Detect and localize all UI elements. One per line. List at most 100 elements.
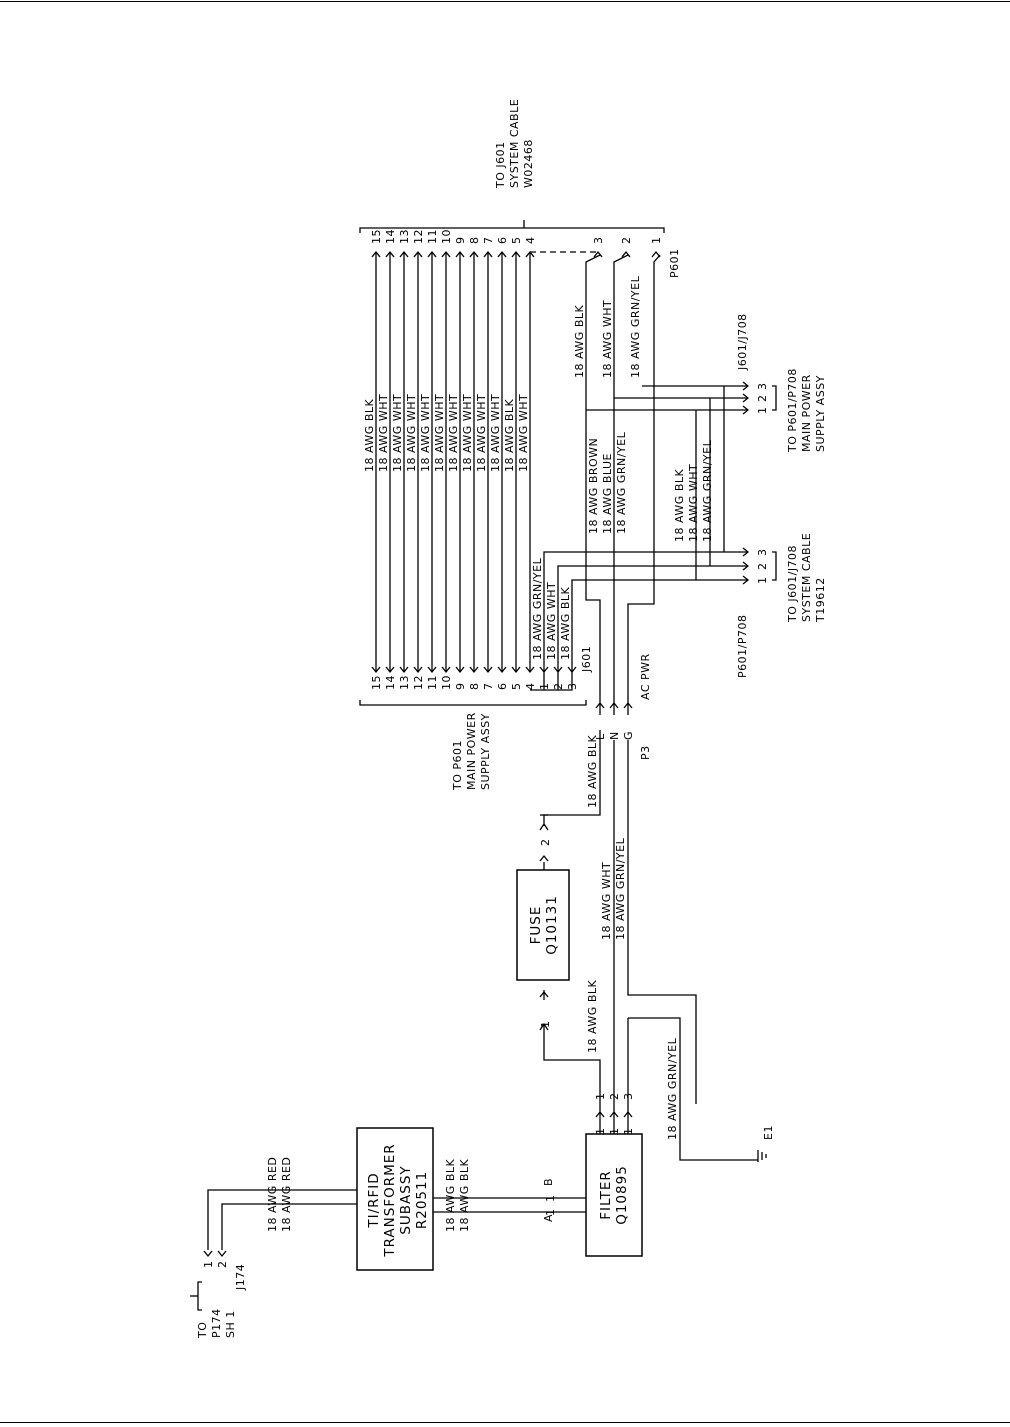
p174-dest-line: TO	[196, 1322, 209, 1339]
bus-right-pin: 7	[482, 237, 495, 245]
main-power-pin: 2	[756, 395, 769, 403]
bus-left-pin: 8	[468, 683, 481, 691]
bus-right-pin: 15	[370, 229, 383, 244]
filter-left-tag-a: A	[542, 1214, 555, 1222]
bus-arrow-bottom	[385, 666, 395, 674]
bus-left-pin: 15	[370, 675, 383, 690]
sys-cable-arrow	[742, 547, 750, 557]
filter-blk-wire-label: 18 AWG BLK	[444, 1159, 457, 1232]
bus-wire-label: 18 AWG WHT	[391, 394, 404, 472]
main-power-wire-label: 18 AWG GRN/YEL	[629, 275, 642, 378]
bus-arrow-top	[385, 250, 395, 258]
bus-wire-label: 18 AWG WHT	[447, 394, 460, 472]
bus-arrow-bottom	[399, 666, 409, 674]
bus-arrow-bottom	[413, 666, 423, 674]
bus-left-pin: 7	[482, 683, 495, 691]
filter-left-pin: 1	[544, 1195, 557, 1203]
main-power-pin: 1	[756, 407, 769, 415]
bus-arrow-top	[469, 250, 479, 258]
filter-wire-grn-label: 18 AWG GRN/YEL	[614, 837, 627, 940]
bus-left-pin: 13	[398, 675, 411, 690]
bus-wire-label: 18 AWG WHT	[517, 394, 530, 472]
filter-block	[585, 1133, 643, 1257]
fuse-wires	[543, 730, 601, 1104]
main-power-dest-line: MAIN POWER	[800, 374, 813, 452]
transformer-line: SUBASSY	[398, 1165, 414, 1234]
j601-extra-pin: 1	[538, 683, 551, 691]
sys-cable-connector-label: P601/P708	[736, 615, 749, 678]
p3-wire-label: 18 AWG BROWN	[587, 438, 600, 534]
p3-arrow	[623, 701, 633, 709]
bus-arrow-top	[413, 250, 423, 258]
sys-cable-dest-line: T19612	[814, 577, 827, 623]
bus-arrow-top	[497, 250, 507, 258]
fuse-fork-2	[539, 822, 549, 831]
filter-right-pin: 1	[622, 1128, 635, 1136]
filter-wire-white-label: 18 AWG WHT	[600, 862, 613, 940]
fuse-arrow-1	[539, 990, 549, 998]
bus-wire-label: 18 AWG WHT	[475, 394, 488, 472]
bus-arrow-top	[455, 250, 465, 258]
p174-dest-line: SH 1	[224, 1310, 237, 1338]
p174-dest-line: P174	[210, 1308, 223, 1338]
p3-arrow	[609, 701, 619, 709]
bus-arrow-top	[441, 250, 451, 258]
filter-right-pin-tag: 3	[622, 1093, 635, 1101]
bus-left-pin: 4	[524, 683, 537, 691]
transformer-line: R20511	[414, 1171, 430, 1229]
filter-ground-wire-label: 18 AWG GRN/YEL	[666, 1037, 679, 1140]
ac-power-wires	[530, 254, 748, 715]
p601-pin: 3	[592, 237, 605, 245]
j174-pin: 2	[216, 1261, 229, 1269]
p601-arrow	[621, 250, 631, 258]
bus-arrow-bottom	[469, 666, 479, 674]
main-power-pin: 3	[756, 383, 769, 391]
filter-right-arrow	[609, 1110, 619, 1118]
bus-right-pin: 5	[510, 237, 523, 245]
fuse-title: FUSE	[528, 906, 544, 945]
bus-left-pin: 12	[412, 675, 425, 690]
main-power-wire-label: 18 AWG BLK	[573, 305, 586, 378]
main-power-arrow	[742, 405, 750, 415]
main-power-arrow	[742, 381, 750, 391]
bus-right-pin: 9	[454, 237, 467, 245]
bus-arrow-bottom	[511, 666, 521, 674]
p601-arrow	[593, 250, 603, 258]
filter-left-tag-b: B	[542, 1178, 555, 1186]
transformer-red-wire-label: 18 AWG RED	[266, 1157, 279, 1232]
transformer-red-wire-label: 18 AWG RED	[280, 1157, 293, 1232]
fuse-wire-label-left: 18 AWG BLK	[586, 980, 599, 1053]
bus-wire-label: 18 AWG WHT	[489, 394, 502, 472]
fuse-block	[516, 869, 570, 981]
filter-part: Q10895	[614, 1165, 630, 1225]
fuse-pin-right: 2	[539, 839, 552, 847]
bus-right-pin: 10	[440, 229, 453, 244]
filter-wires	[544, 740, 767, 1213]
filter-title: FILTER	[598, 1170, 614, 1220]
bus-left-pin: 11	[426, 675, 439, 690]
p601-pin: 1	[650, 237, 663, 245]
sys-cable-pin: 1	[756, 577, 769, 585]
bus-arrow-top	[371, 250, 381, 258]
bus-arrow-bottom	[441, 666, 451, 674]
fuse-fork-1	[539, 1022, 549, 1031]
bus-left-pin: 14	[384, 675, 397, 690]
transformer-line: TI/RFID	[366, 1172, 382, 1228]
j601-dest-line: TO J601	[494, 141, 507, 189]
j601-extra-arrow	[553, 666, 563, 674]
bus-arrow-top	[427, 250, 437, 258]
bus-right-pin: 6	[496, 237, 509, 245]
j601-extra-pin: 3	[566, 683, 579, 691]
filter-blk-wire-label: 18 AWG BLK	[458, 1159, 471, 1232]
main-power-dest-line: SUPPLY ASSY	[814, 375, 827, 452]
fuse-pin-left: 1	[539, 1021, 552, 1029]
bus-wire-label: 18 AWG WHT	[377, 394, 390, 472]
j174-arrow	[217, 1250, 227, 1258]
p601-dest-line: TO P601	[451, 740, 464, 791]
bus-arrow-bottom	[427, 666, 437, 674]
p601-connector-label: P601	[668, 248, 681, 278]
j174-arrow	[203, 1250, 213, 1258]
main-power-arrow	[742, 393, 750, 403]
p3-wire-label: 18 AWG GRN/YEL	[615, 431, 628, 534]
